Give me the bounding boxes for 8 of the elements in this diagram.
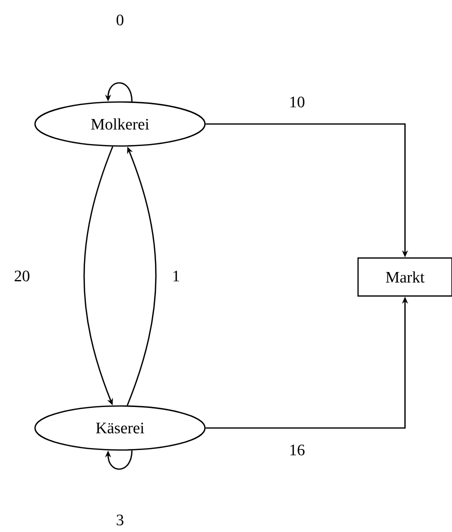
state-box: Markt <box>357 257 452 297</box>
edge-label: 3 <box>115 514 125 526</box>
edge-label: 16 <box>288 444 306 456</box>
arrow <box>105 450 133 470</box>
edge-label: 20 <box>13 270 31 282</box>
edge-label: 1 <box>171 270 181 282</box>
edge-label: 10 <box>288 96 306 108</box>
edge-label: 0 <box>115 14 125 26</box>
